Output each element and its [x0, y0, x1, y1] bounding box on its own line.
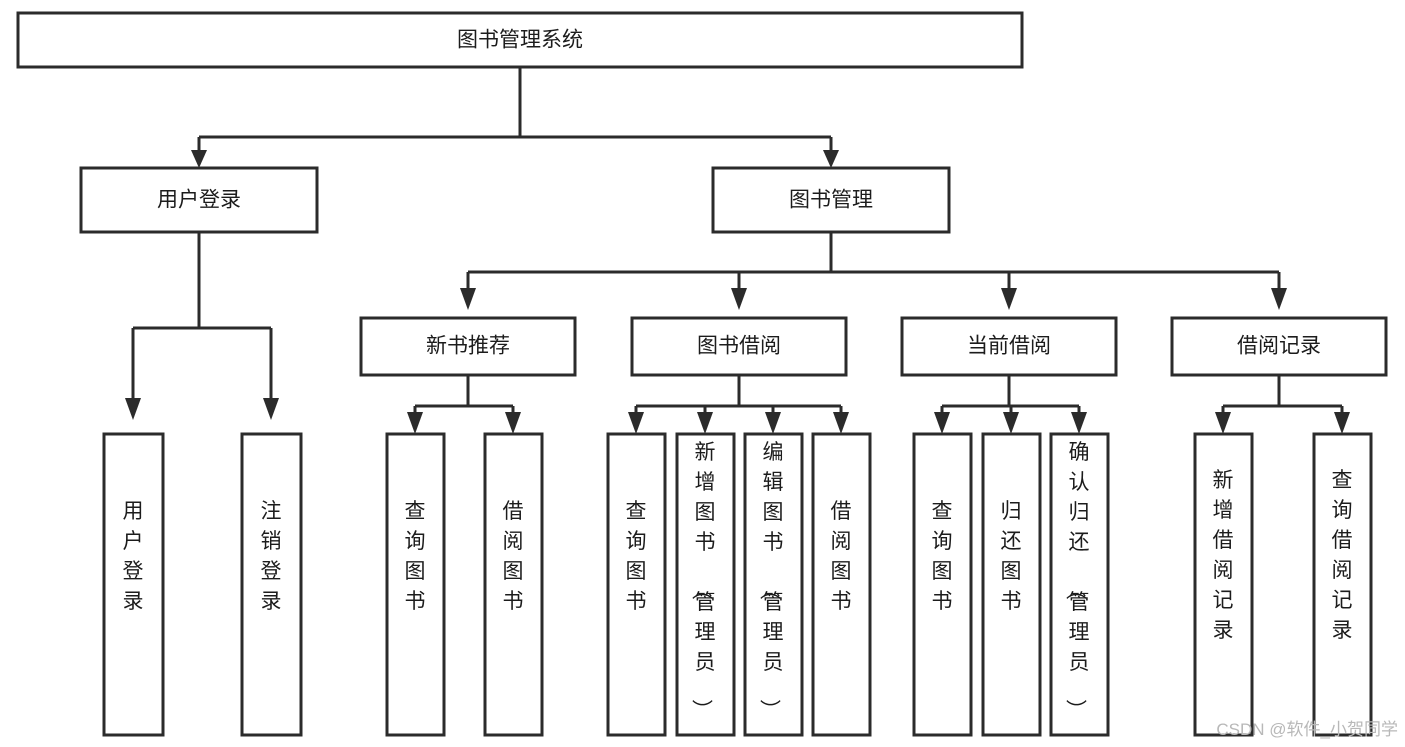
node-leaf-logout-login[interactable]: 注销登录: [240, 432, 303, 737]
node-leaf-add-record[interactable]: 新增借阅记录: [1193, 432, 1254, 737]
node-borrow-record[interactable]: 借阅记录: [1170, 316, 1388, 377]
leaf-logout-login-box[interactable]: [240, 432, 303, 737]
arrowhead-leaf-user-login: [125, 398, 141, 420]
connector-layer: [125, 67, 1350, 434]
arrowhead-new-book-recommend: [460, 288, 476, 310]
book-manage-label: 图书管理: [789, 189, 873, 212]
arrowhead-leaf-borrow-book-2: [833, 412, 849, 434]
book-borrow-box[interactable]: [630, 316, 848, 377]
node-leaf-borrow-book-1[interactable]: 借阅图书: [483, 432, 544, 737]
arrowhead-leaf-add-record: [1215, 412, 1231, 434]
leaf-logout-login-label: 注销登录: [261, 500, 282, 613]
user-login-label: 用户登录: [157, 189, 241, 212]
arrowhead-leaf-query-book-1: [407, 412, 423, 434]
leaf-query-record-label: 查询借阅记录: [1332, 469, 1353, 642]
leaf-return-book-box[interactable]: [981, 432, 1042, 737]
leaf-borrow-book-1-label: 借阅图书: [503, 500, 524, 613]
new-book-recommend-box[interactable]: [359, 316, 577, 377]
borrow-record-box[interactable]: [1170, 316, 1388, 377]
leaf-user-login-label: 用户登录: [123, 500, 144, 613]
leaf-borrow-book-2-box[interactable]: [811, 432, 872, 737]
new-book-recommend-label: 新书推荐: [426, 335, 510, 358]
root-label: 图书管理系统: [457, 29, 583, 52]
node-user-login[interactable]: 用户登录: [79, 166, 319, 234]
arrowhead-leaf-confirm-return: [1071, 412, 1087, 434]
leaf-edit-book-label: 编辑图书（管理员）: [758, 441, 784, 720]
current-borrow-label: 当前借阅: [967, 335, 1051, 358]
csdn-watermark: CSDN @软件_小贺同学: [1216, 720, 1398, 739]
node-leaf-query-book-1[interactable]: 查询图书: [385, 432, 446, 737]
node-leaf-query-book-3[interactable]: 查询图书: [912, 432, 973, 737]
node-leaf-add-book[interactable]: 新增图书（管理员）: [675, 432, 736, 737]
book-manage-box[interactable]: [711, 166, 951, 234]
leaf-return-book-label: 归还图书: [1001, 500, 1022, 613]
leaf-add-book-box[interactable]: [675, 432, 736, 737]
leaf-query-book-3-label: 查询图书: [932, 500, 953, 613]
leaf-edit-book-box[interactable]: [743, 432, 804, 737]
leaf-borrow-book-2-label: 借阅图书: [831, 500, 852, 613]
node-leaf-user-login[interactable]: 用户登录: [102, 432, 165, 737]
arrowhead-leaf-query-book-3: [934, 412, 950, 434]
leaf-query-record-box[interactable]: [1312, 432, 1373, 737]
node-current-borrow[interactable]: 当前借阅: [900, 316, 1118, 377]
node-new-book-recommend[interactable]: 新书推荐: [359, 316, 577, 377]
leaf-add-book-label: 新增图书（管理员）: [690, 441, 716, 720]
leaf-query-book-2-label: 查询图书: [626, 500, 647, 613]
arrowhead-leaf-query-record: [1334, 412, 1350, 434]
node-book-borrow[interactable]: 图书借阅: [630, 316, 848, 377]
leaf-confirm-return-label: 确认归还（管理员）: [1064, 441, 1090, 720]
leaf-add-record-label: 新增借阅记录: [1213, 469, 1234, 642]
book-borrow-label: 图书借阅: [697, 335, 781, 358]
arrowhead-book-borrow: [731, 288, 747, 310]
node-leaf-query-record[interactable]: 查询借阅记录: [1312, 432, 1373, 737]
arrowhead-leaf-return-book: [1003, 412, 1019, 434]
node-leaf-return-book[interactable]: 归还图书: [981, 432, 1042, 737]
node-leaf-edit-book[interactable]: 编辑图书（管理员）: [743, 432, 804, 737]
arrowhead-borrow-record: [1271, 288, 1287, 310]
node-leaf-borrow-book-2[interactable]: 借阅图书: [811, 432, 872, 737]
user-login-box[interactable]: [79, 166, 319, 234]
arrowhead-leaf-borrow-book-1: [505, 412, 521, 434]
node-leaf-confirm-return[interactable]: 确认归还（管理员）: [1049, 432, 1110, 737]
arrowhead-leaf-add-book: [697, 412, 713, 434]
node-leaf-query-book-2[interactable]: 查询图书: [606, 432, 667, 737]
leaf-query-book-2-box[interactable]: [606, 432, 667, 737]
arrowhead-book-manage: [823, 150, 839, 168]
leaf-borrow-book-1-box[interactable]: [483, 432, 544, 737]
current-borrow-box[interactable]: [900, 316, 1118, 377]
leaf-query-book-1-box[interactable]: [385, 432, 446, 737]
arrowhead-leaf-query-book-2: [628, 412, 644, 434]
leaf-confirm-return-box[interactable]: [1049, 432, 1110, 737]
leaf-add-record-box[interactable]: [1193, 432, 1254, 737]
node-root[interactable]: 图书管理系统: [16, 11, 1024, 69]
arrowhead-leaf-logout-login: [263, 398, 279, 420]
root-box[interactable]: [16, 11, 1024, 69]
arrowhead-leaf-edit-book: [765, 412, 781, 434]
arrowhead-user-login: [191, 150, 207, 168]
leaf-user-login-box[interactable]: [102, 432, 165, 737]
arrowhead-current-borrow: [1001, 288, 1017, 310]
node-book-manage[interactable]: 图书管理: [711, 166, 951, 234]
borrow-record-label: 借阅记录: [1237, 335, 1321, 358]
leaf-query-book-1-label: 查询图书: [405, 500, 426, 613]
leaf-query-book-3-box[interactable]: [912, 432, 973, 737]
